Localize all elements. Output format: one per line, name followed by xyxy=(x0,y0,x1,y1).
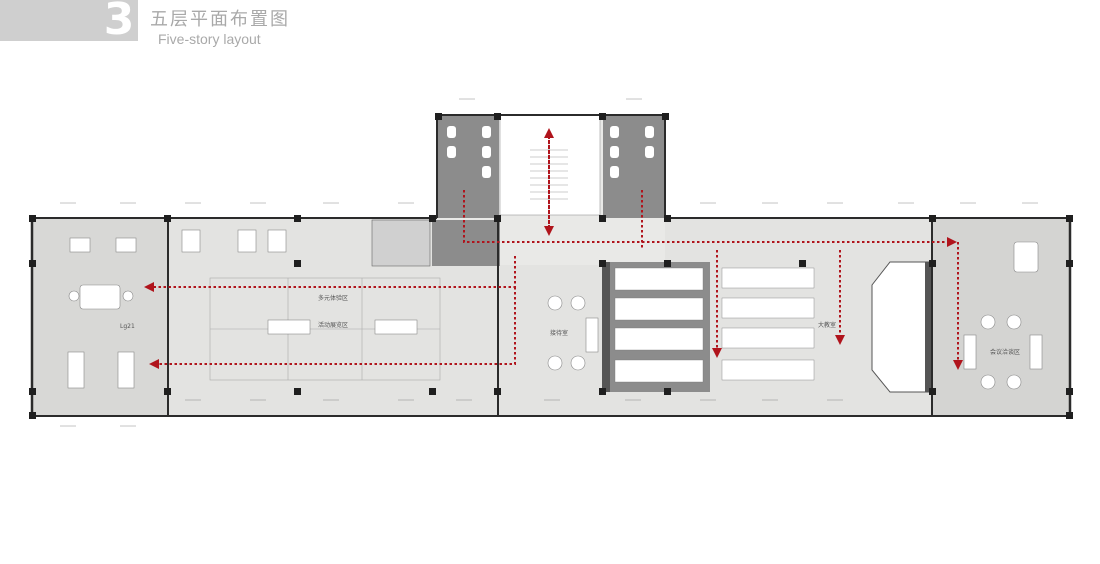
meeting-furniture xyxy=(963,241,1043,390)
page-title: 五层平面布置图 xyxy=(150,9,290,30)
reception-furniture xyxy=(547,295,599,371)
service-room xyxy=(432,220,500,266)
room-label-activity-top: 多元体验区 xyxy=(318,294,348,302)
display-table-1 xyxy=(267,319,311,335)
room-label-reception: 接待室 xyxy=(550,329,568,337)
display-table-2 xyxy=(374,319,418,335)
classroom-stage xyxy=(871,261,931,393)
room-label-activity: 活动展览区 xyxy=(318,321,348,329)
left-lounge-area xyxy=(32,218,168,416)
circulation-arrows xyxy=(144,128,963,370)
right-meeting-area xyxy=(932,218,1070,416)
room-label-lounge: Lg21 xyxy=(120,323,135,330)
arrow-to-lounge-lower xyxy=(149,287,516,369)
structural-columns xyxy=(29,113,1073,419)
section-number-bar xyxy=(0,0,138,41)
classroom-wall-right xyxy=(925,262,933,392)
classroom-wall-left xyxy=(602,262,610,392)
dimension-marks xyxy=(60,98,1038,427)
section-number: 3 xyxy=(103,0,135,45)
washroom xyxy=(371,219,431,267)
lounge-furniture xyxy=(67,229,287,389)
page-subtitle: Five-story layout xyxy=(158,31,261,47)
classroom-desks xyxy=(614,267,815,383)
room-label-meeting: 会议洽谈区 xyxy=(990,348,1020,356)
room-label-classroom: 大教室 xyxy=(818,321,836,329)
walls xyxy=(30,114,1072,417)
arrow-main-corridor xyxy=(463,190,957,247)
toilet-stalls xyxy=(447,126,654,178)
